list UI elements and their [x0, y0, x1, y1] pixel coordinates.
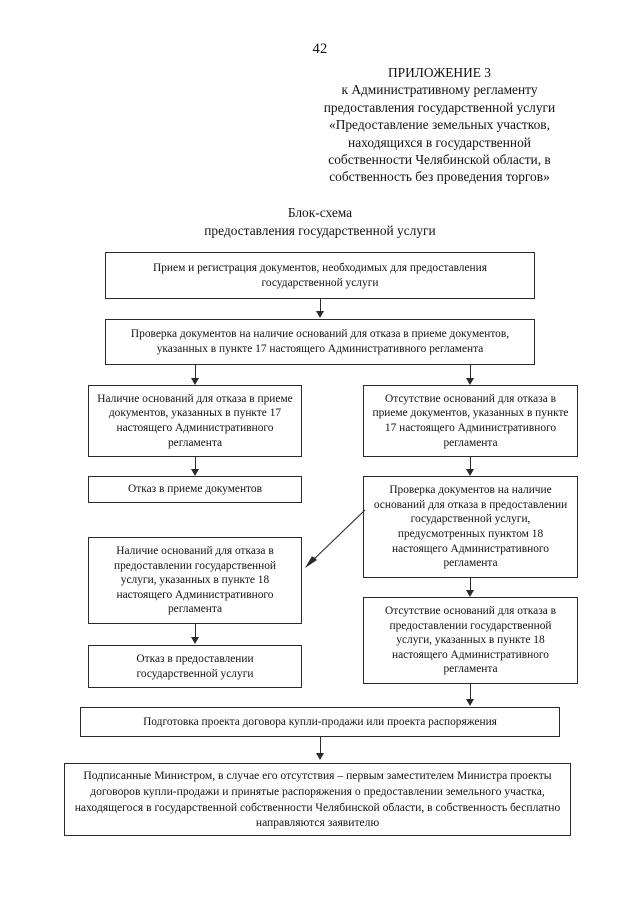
heading-line-title-1: «Предоставление земельных участков, [329, 117, 550, 133]
connector-branch-right-stem [470, 365, 471, 380]
node-signed-delivery-label: Подписанные Министром, в случае его отсу… [74, 769, 561, 830]
arrowhead-present-service-to-refusal [191, 637, 199, 644]
node-intake: Прием и регистрация документов, необходи… [105, 252, 535, 299]
page-number: 42 [312, 41, 328, 57]
node-refusal-service-label: Отказ в предоставлении государственной у… [136, 652, 254, 680]
node-check-refusal-grounds-label: Проверка документов на наличие оснований… [130, 328, 510, 355]
connector-service-check-to-absent [470, 578, 471, 592]
arrowhead-branch-left [191, 378, 199, 385]
connector-present-to-refusal-intake [195, 457, 196, 471]
heading-line-regulation: к Административному регламенту [341, 82, 538, 98]
heading-line-title-2: находящихся в государственной [348, 134, 531, 150]
arrowhead-intake-to-check [316, 311, 324, 318]
arrowhead-draft-to-signed [316, 753, 324, 760]
arrowhead-absent-to-service-check [466, 469, 474, 476]
connector-absent-to-service-check [470, 457, 471, 471]
arrowhead-absent-service-to-draft [466, 699, 474, 706]
arrowhead-present-to-refusal-intake [191, 469, 199, 476]
node-grounds-absent-intake-label: Отсутствие оснований для отказа в приеме… [372, 392, 569, 449]
node-check-service-grounds-label: Проверка документов на наличие оснований… [373, 484, 568, 570]
connector-branch-left-stem [195, 365, 196, 380]
node-grounds-present-service-label: Наличие оснований для отказа в предостав… [114, 545, 276, 616]
node-draft-contract-label: Подготовка проекта договора купли-продаж… [143, 715, 497, 728]
node-signed-delivery: Подписанные Министром, в случае его отсу… [64, 763, 571, 836]
node-grounds-absent-service: Отсутствие оснований для отказа в предос… [363, 597, 578, 684]
node-refusal-service: Отказ в предоставлении государственной у… [88, 645, 302, 688]
node-refusal-intake-label: Отказ в приеме документов [128, 483, 262, 496]
node-grounds-present-intake: Наличие оснований для отказа в приеме до… [88, 385, 302, 457]
heading-line-title-3: собственности Челябинской области, в [328, 152, 551, 168]
connector-draft-to-signed [320, 737, 321, 755]
node-check-service-grounds: Проверка документов на наличие оснований… [363, 476, 578, 578]
heading-line-appendix: ПРИЛОЖЕНИЕ 3 [388, 65, 491, 80]
heading-line-service: предоставления государственной услуги [323, 99, 556, 115]
document-heading: ПРИЛОЖЕНИЕ 3 к Административному регламе… [300, 64, 579, 186]
node-grounds-present-intake-label: Наличие оснований для отказа в приеме до… [97, 392, 293, 449]
flowchart-title-line-2: предоставления государственной услуги [204, 223, 436, 238]
flowchart-title: Блок-схема предоставления государственно… [0, 204, 640, 240]
arrowhead-branch-right [466, 378, 474, 385]
connector-diagonal-service-to-present [305, 509, 366, 568]
connector-present-service-to-refusal [195, 624, 196, 639]
node-refusal-intake: Отказ в приеме документов [88, 476, 302, 503]
connector-absent-service-to-draft [470, 684, 471, 701]
node-check-refusal-grounds: Проверка документов на наличие оснований… [105, 319, 535, 365]
node-grounds-present-service: Наличие оснований для отказа в предостав… [88, 537, 302, 624]
node-grounds-absent-service-label: Отсутствие оснований для отказа в предос… [384, 605, 556, 676]
connector-intake-to-check [320, 299, 321, 313]
heading-line-title-4: собственность без проведения торгов» [329, 169, 550, 185]
node-draft-contract: Подготовка проекта договора купли-продаж… [80, 707, 560, 737]
node-intake-label: Прием и регистрация документов, необходи… [153, 261, 487, 289]
flowchart-title-line-1: Блок-схема [287, 205, 353, 220]
arrowhead-service-check-to-absent [466, 590, 474, 597]
node-grounds-absent-intake: Отсутствие оснований для отказа в приеме… [363, 385, 578, 457]
